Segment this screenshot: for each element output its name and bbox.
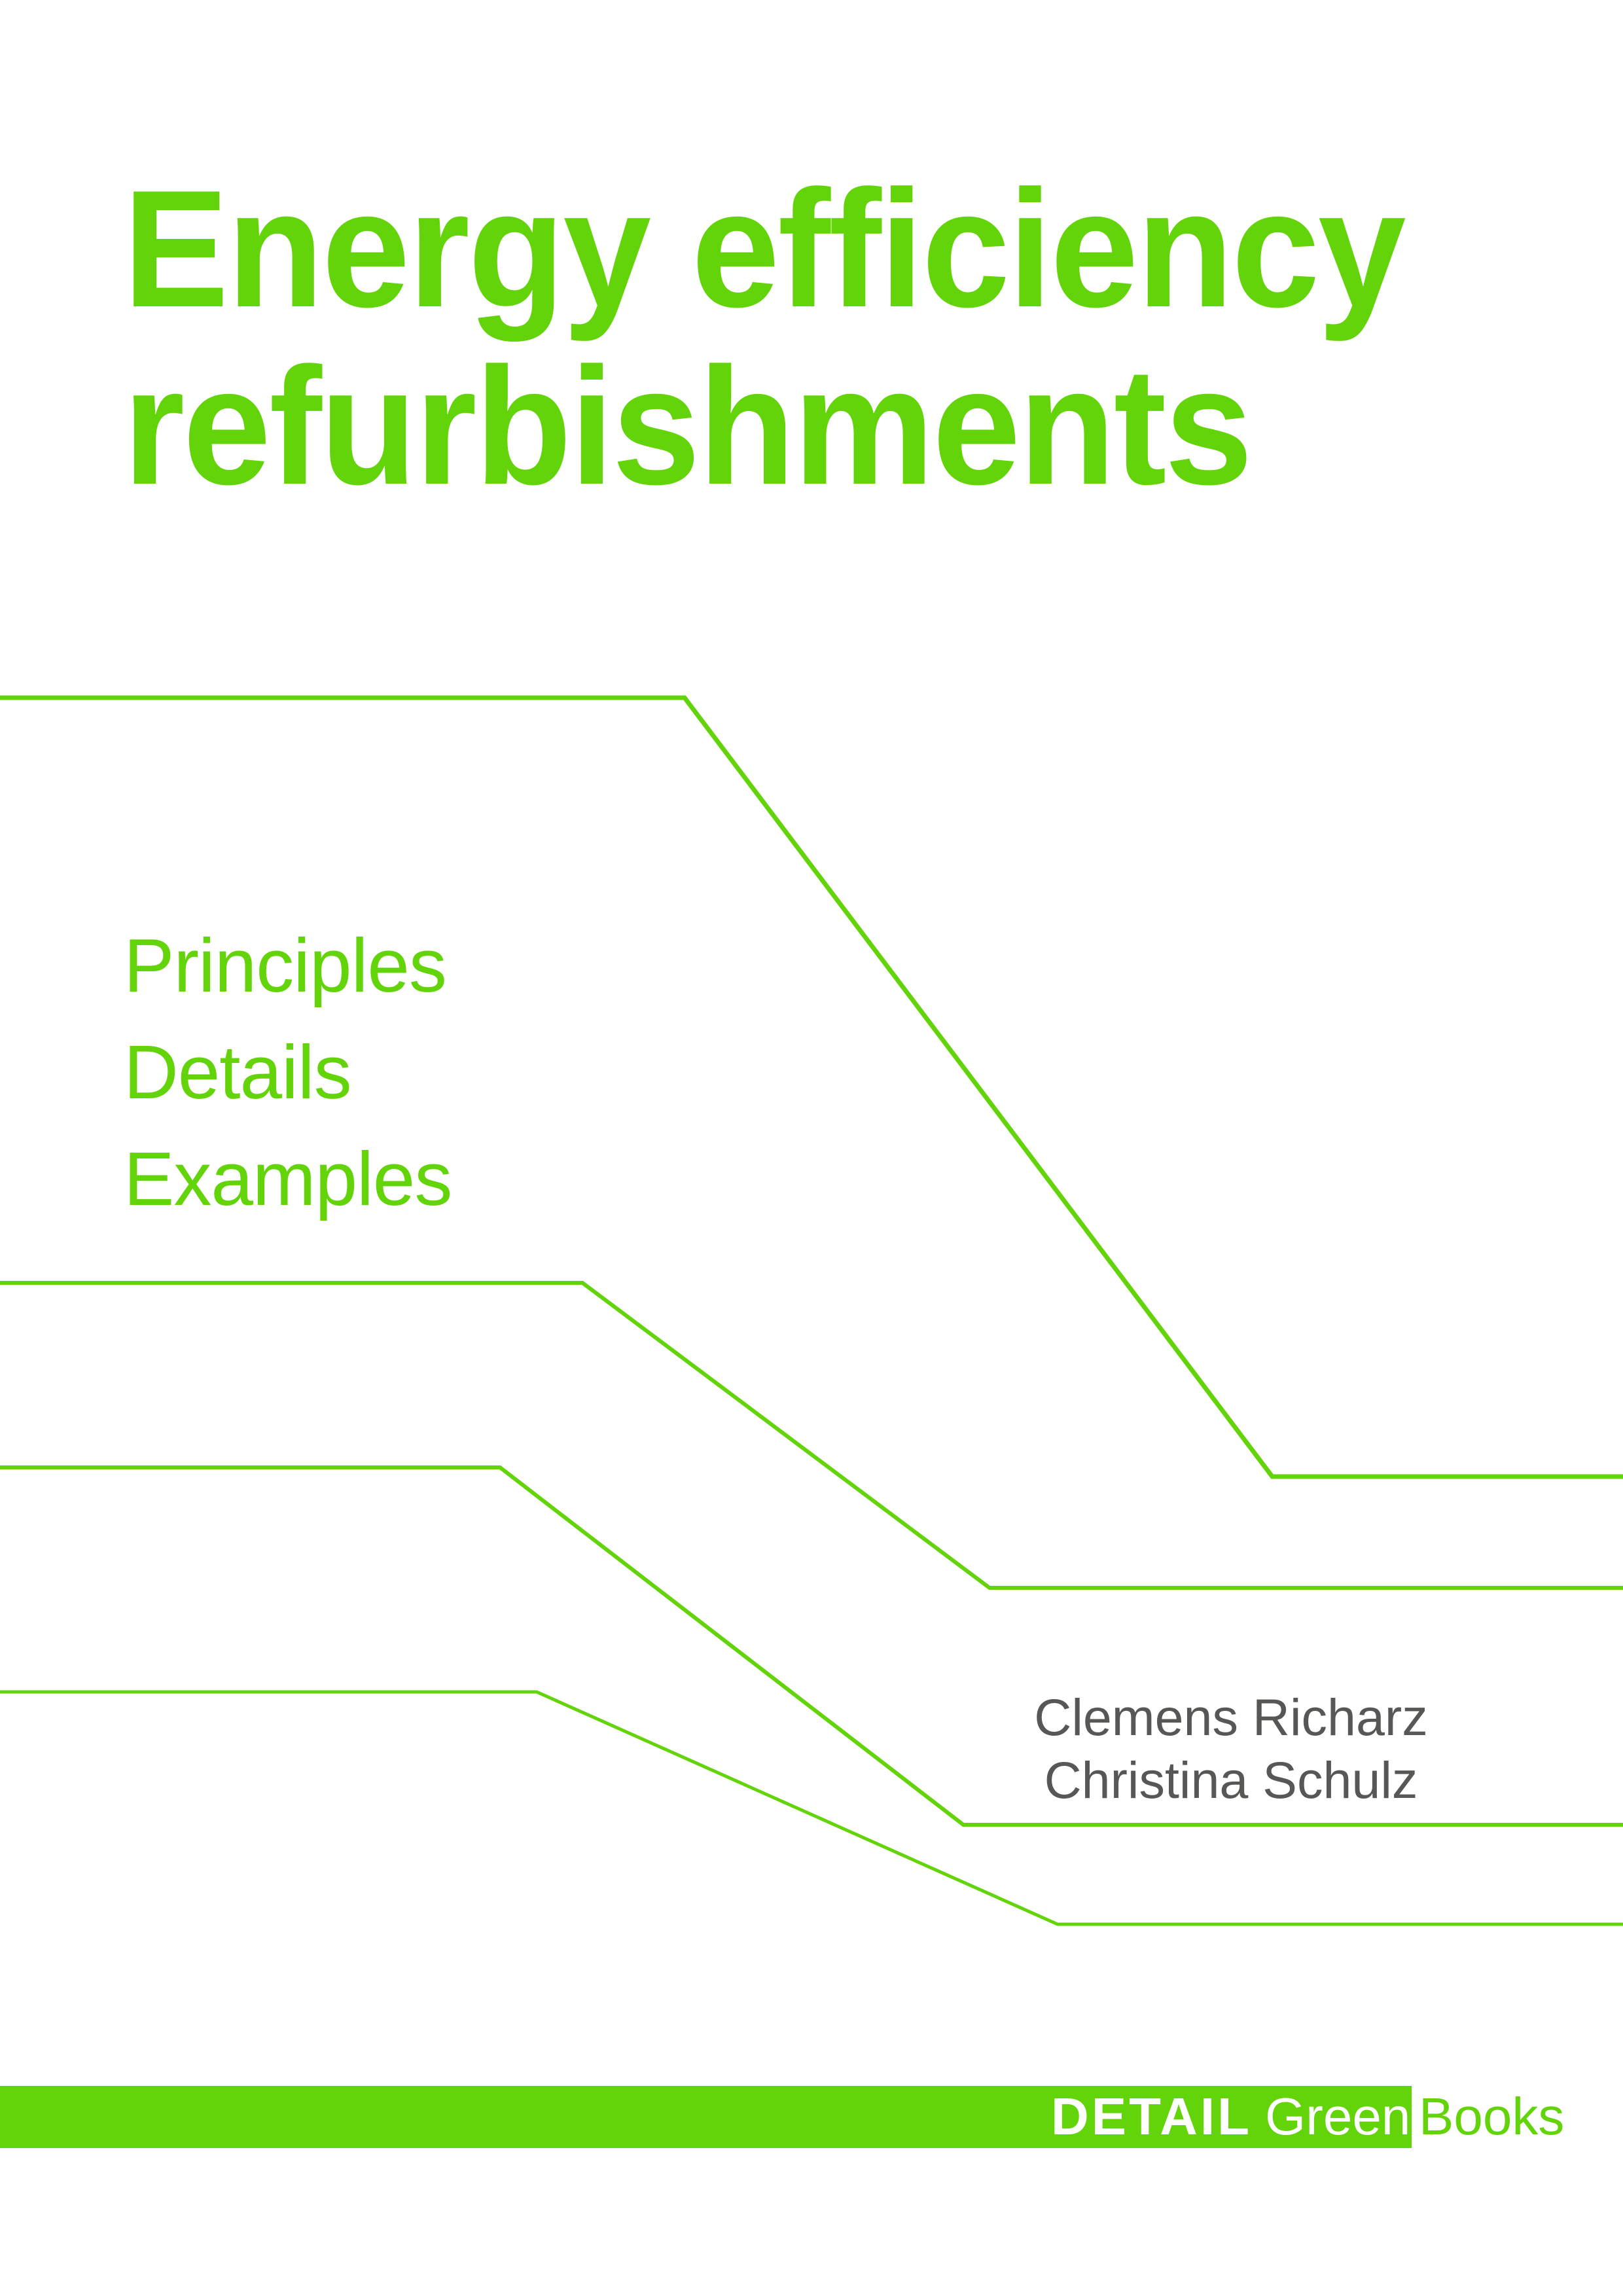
subtitle-list: Principles Details Examples: [124, 912, 452, 1232]
subtitle-item-examples: Examples: [124, 1136, 452, 1221]
subtitle-item-details: Details: [124, 1030, 352, 1115]
publisher-bar: [0, 2086, 1412, 2148]
publisher-brand-detail: DETAIL: [1051, 2087, 1252, 2145]
publisher-series-green: Green: [1265, 2087, 1411, 2145]
step-line-3: [0, 1465, 1623, 1827]
author-name-2: Christina Schulz: [1044, 1751, 1418, 1809]
publisher-series-books: Books: [1419, 2087, 1565, 2145]
author-name-1: Clemens Richarz: [1034, 1688, 1428, 1746]
step-line-2: [0, 1281, 1623, 1590]
step-line-1: [0, 695, 1623, 1479]
subtitle-item-principles: Principles: [124, 923, 447, 1008]
title-line-1: Energy efficiency: [123, 156, 1406, 342]
title-line-2: refurbishments: [123, 333, 1253, 520]
authors-block: Clemens Richarz Christina Schulz: [969, 1686, 1493, 1812]
step-line-4: [0, 1690, 1623, 1926]
